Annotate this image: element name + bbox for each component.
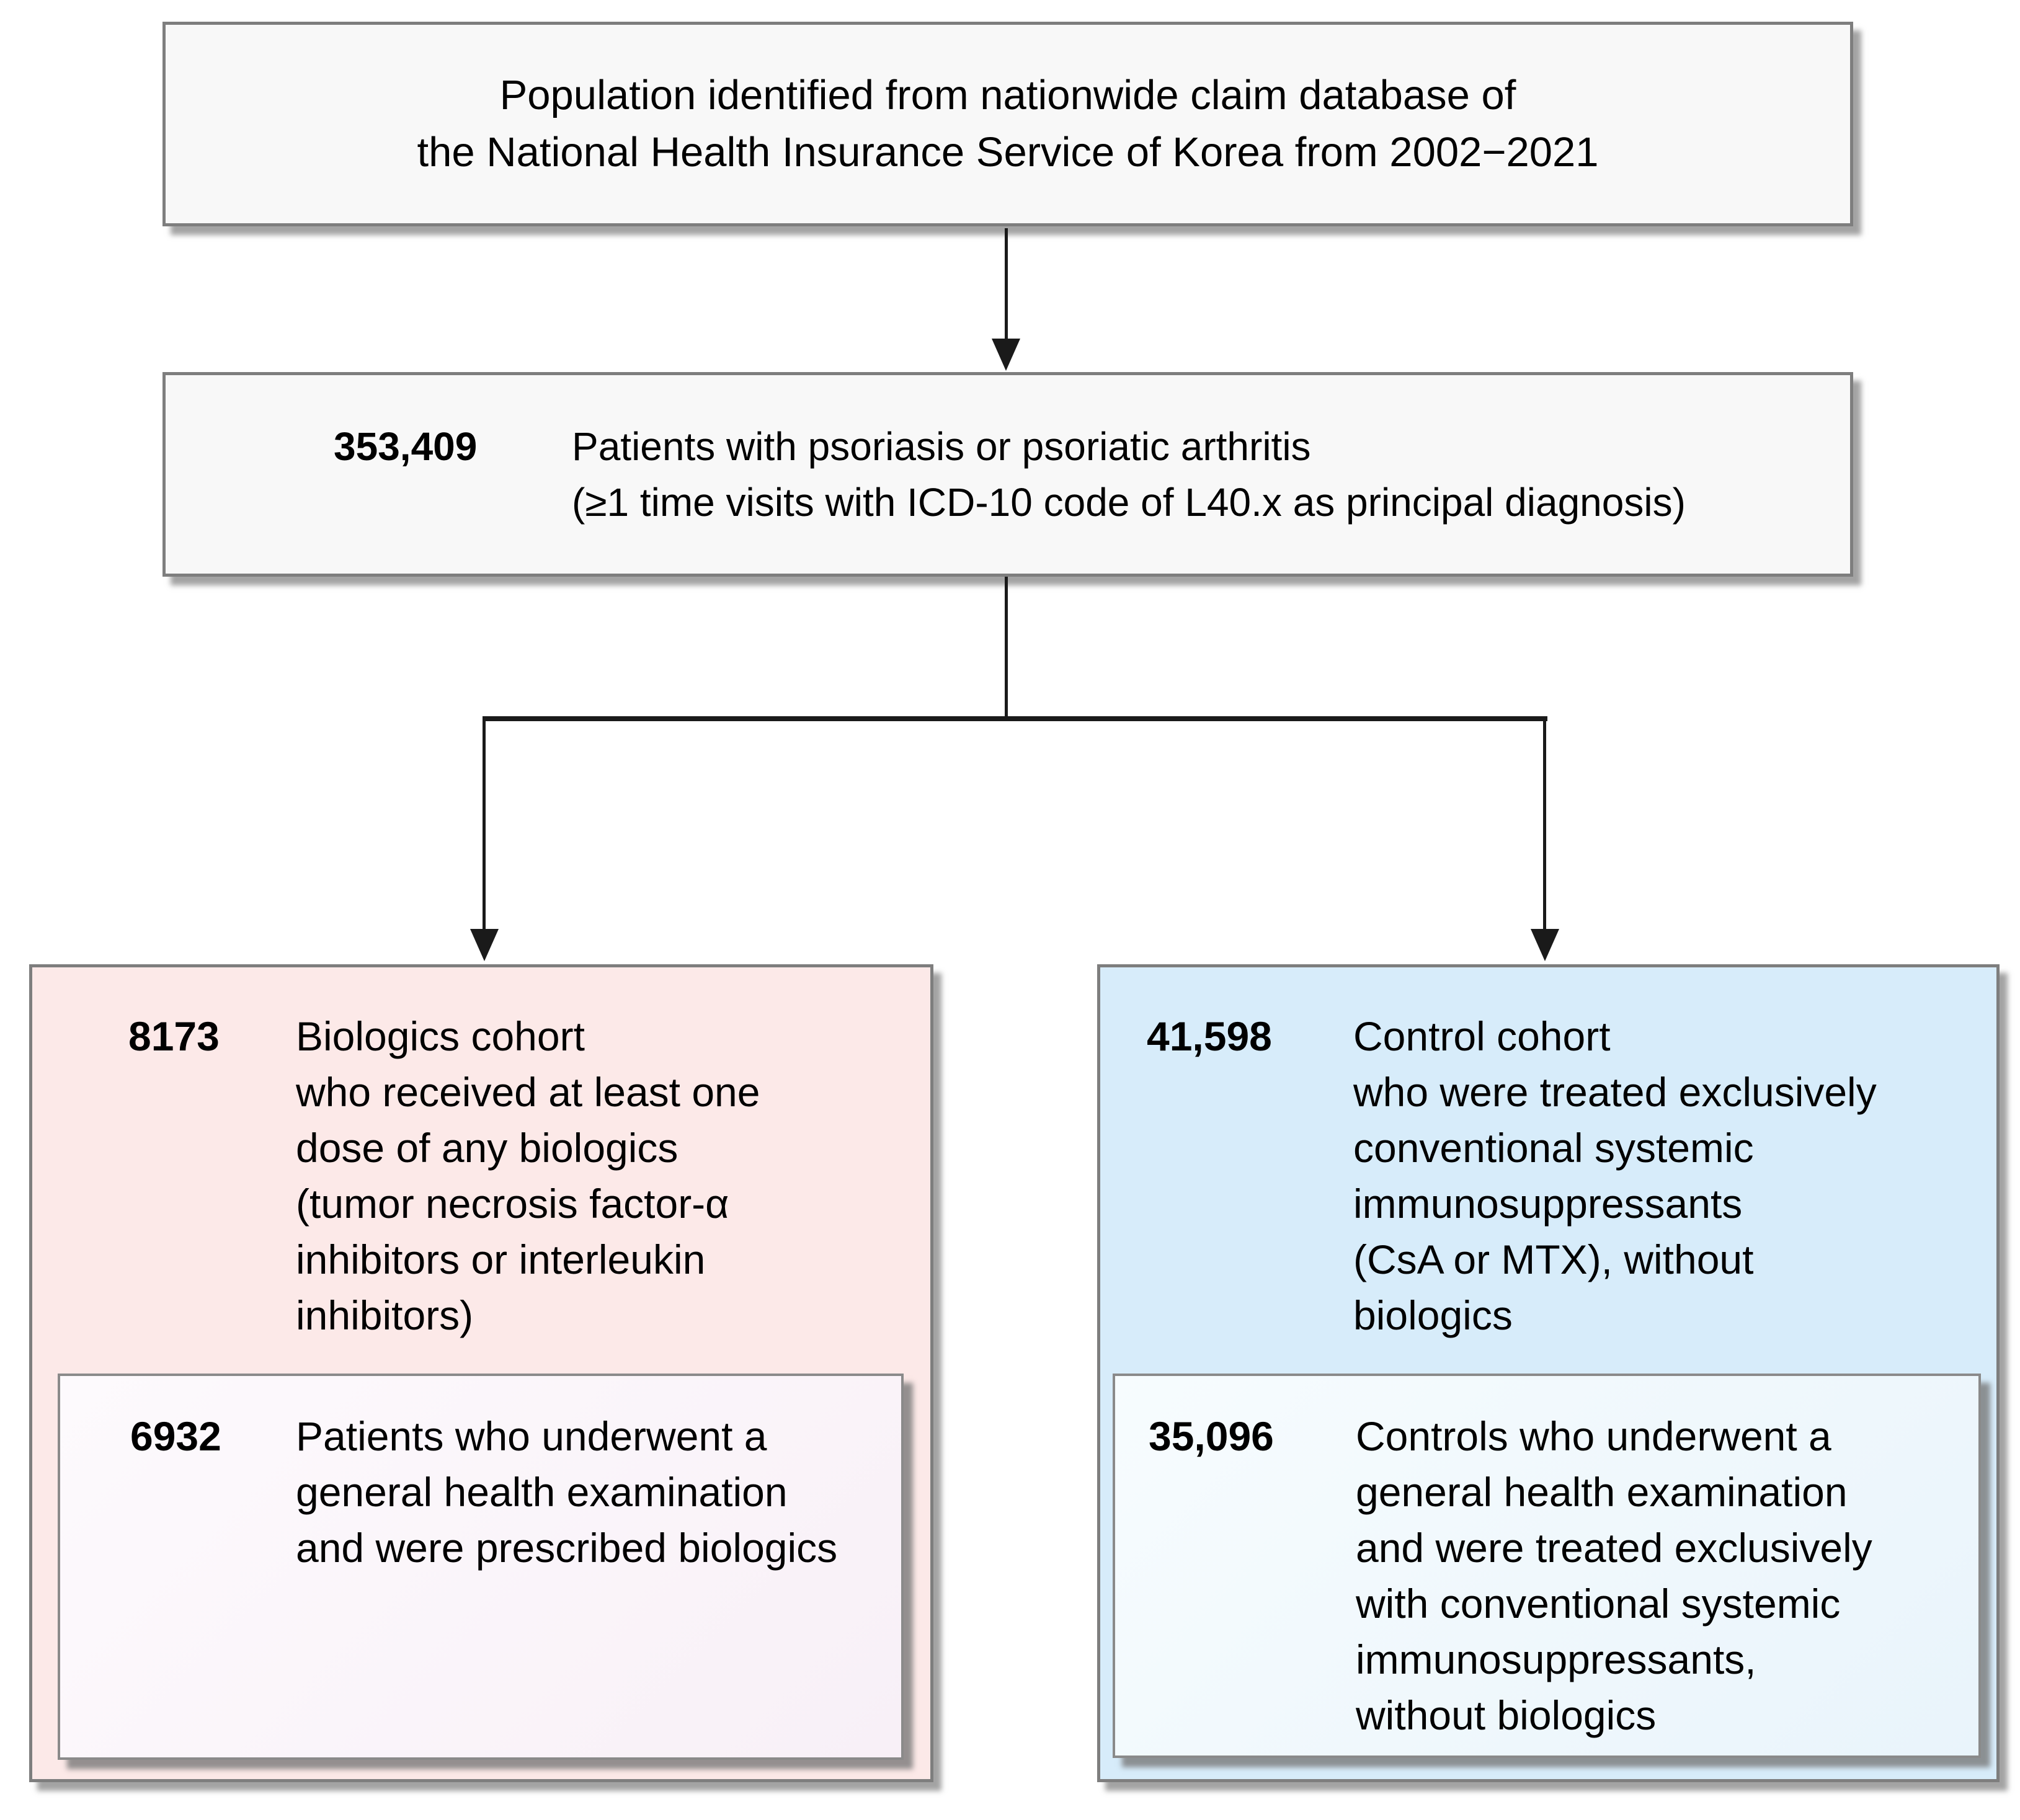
arrow-down-icon xyxy=(1531,929,1559,961)
control-cohort-text: Control cohort who were treated exclusiv… xyxy=(1353,1013,1877,1338)
population-source-box: Population identified from nationwide cl… xyxy=(162,22,1853,226)
patient-count: 41,598 xyxy=(1147,1013,1272,1059)
control-subgroup-text: Controls who underwent a general health … xyxy=(1356,1413,1872,1738)
screening-row: 353,409 Patients with psoriasis or psori… xyxy=(166,419,1686,530)
connector-line xyxy=(1543,719,1546,930)
connector-line xyxy=(483,719,486,930)
patient-count: 6932 xyxy=(130,1413,221,1459)
biologics-subgroup-box: 6932 Patients who underwent a general he… xyxy=(58,1374,904,1760)
population-source-text: Population identified from nationwide cl… xyxy=(417,72,1599,175)
biologics-cohort-row: 8173 Biologics cohort who received at le… xyxy=(32,967,930,1343)
control-cohort-row: 41,598 Control cohort who were treated e… xyxy=(1100,967,1996,1343)
biologics-subgroup-text: Patients who underwent a general health … xyxy=(296,1413,838,1571)
connector-line xyxy=(1005,228,1008,340)
patient-count: 353,409 xyxy=(334,424,478,469)
arrow-down-icon xyxy=(470,929,499,961)
branch-connector xyxy=(483,716,1547,721)
control-subgroup-row: 35,096 Controls who underwent a general … xyxy=(1115,1376,1978,1743)
biologics-cohort-text: Biologics cohort who received at least o… xyxy=(296,1013,760,1338)
patient-count: 35,096 xyxy=(1149,1413,1274,1459)
arrow-down-icon xyxy=(992,339,1020,371)
biologics-subgroup-row: 6932 Patients who underwent a general he… xyxy=(60,1376,901,1576)
screening-text: Patients with psoriasis or psoriatic art… xyxy=(572,424,1686,525)
screening-box: 353,409 Patients with psoriasis or psori… xyxy=(162,372,1853,577)
connector-line xyxy=(1005,577,1008,721)
patient-count: 8173 xyxy=(128,1013,220,1059)
control-subgroup-box: 35,096 Controls who underwent a general … xyxy=(1113,1374,1981,1758)
